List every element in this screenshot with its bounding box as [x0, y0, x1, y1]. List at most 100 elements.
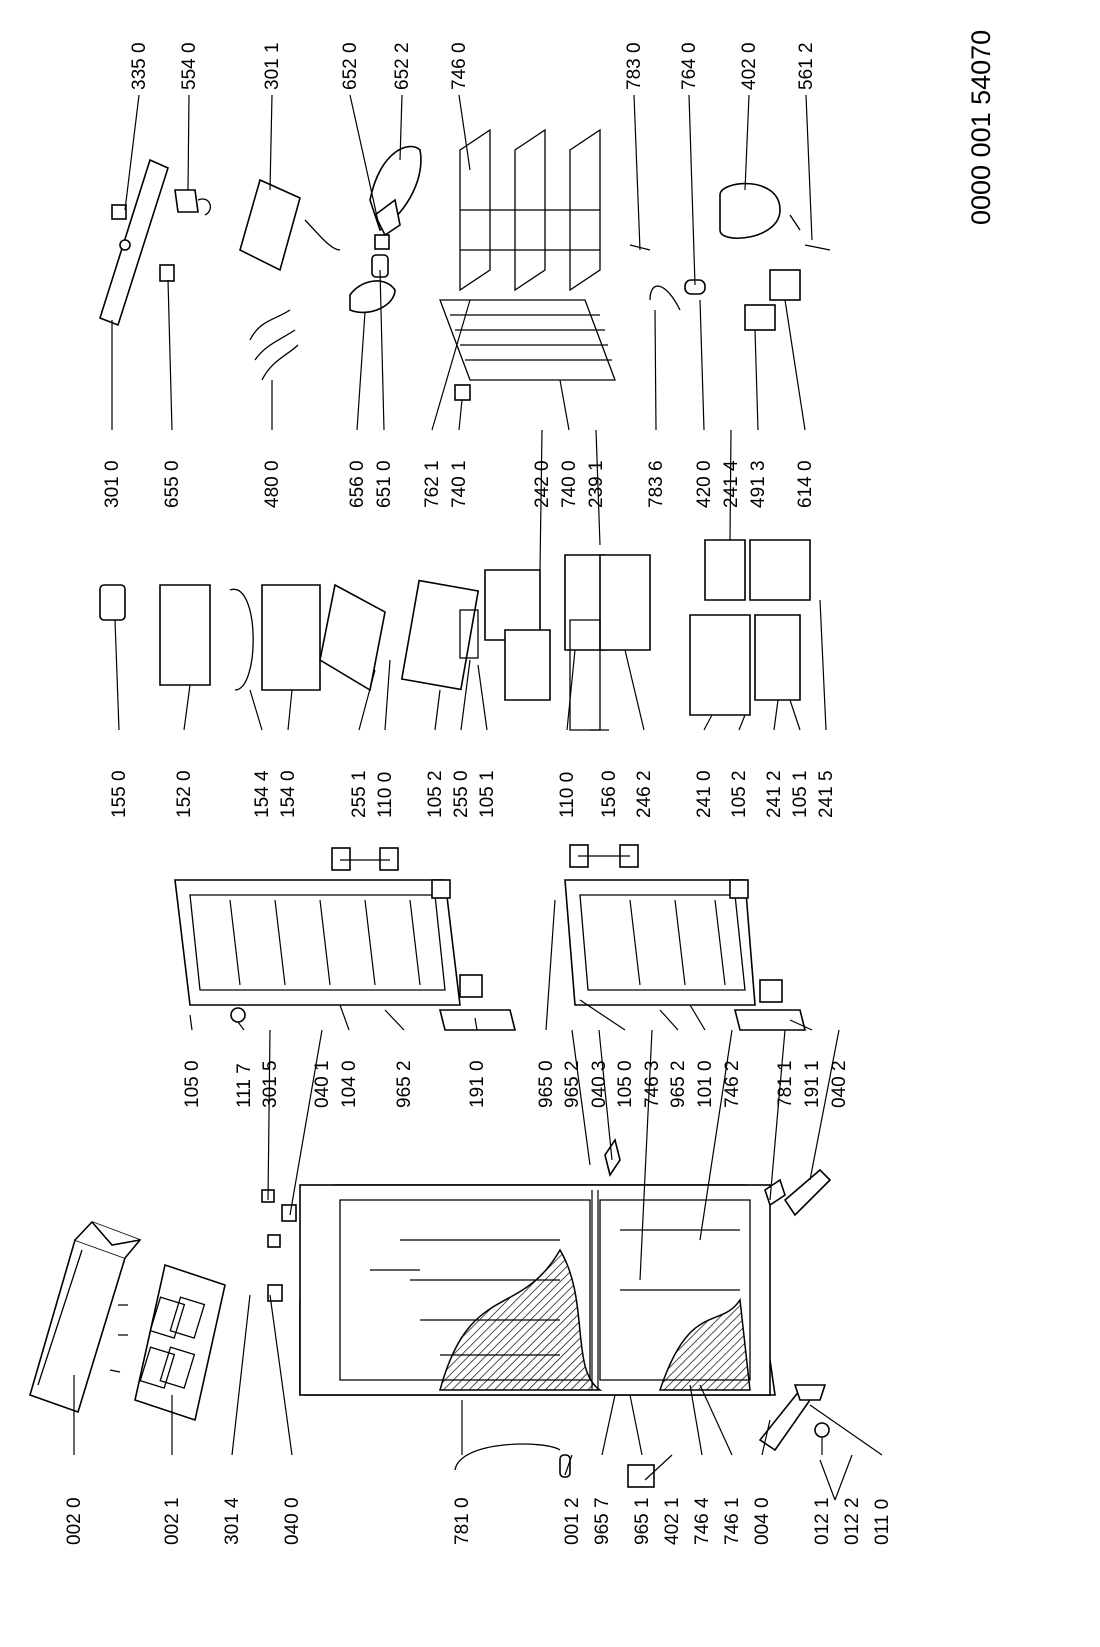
callout-label-554-0: 554 0	[179, 42, 200, 90]
leader-line	[379, 269, 385, 431]
callout-label-656-0: 656 0	[347, 460, 368, 508]
leader-line	[761, 1419, 771, 1456]
callout-label-246-2: 246 2	[634, 770, 655, 818]
callout-label-105-0b: 105 0	[615, 1060, 636, 1108]
callout-label-764-0: 764 0	[679, 42, 700, 90]
callout-label-011-0: 011 0	[872, 1499, 893, 1545]
document-number: 0000 001 54070	[966, 30, 996, 225]
leader-line	[249, 689, 263, 731]
callout-label-746-0: 746 0	[449, 42, 470, 90]
leader-line	[659, 1009, 679, 1031]
callout-label-154-0: 154 0	[278, 770, 299, 818]
leader-line	[287, 689, 293, 731]
callout-label-152-0: 152 0	[174, 770, 195, 818]
leader-line	[545, 899, 556, 1031]
callout-label-652-2: 652 2	[392, 42, 413, 90]
callout-label-105-0a: 105 0	[182, 1060, 203, 1108]
leader-line	[629, 1394, 643, 1456]
leader-line	[474, 1017, 478, 1031]
leader-line	[754, 329, 759, 431]
leader-line	[729, 429, 732, 541]
callout-label-480-0: 480 0	[262, 460, 283, 508]
leader-line	[789, 699, 801, 731]
callout-label-239-1: 239 1	[586, 460, 607, 508]
callout-label-402-1: 402 1	[662, 1497, 683, 1545]
part-301-1-plate-and-wiring	[239, 178, 341, 381]
callout-label-740-0: 740 0	[559, 460, 580, 508]
callout-label-652-0: 652 0	[340, 42, 361, 90]
callout-label-781-0: 781 0	[452, 1497, 473, 1545]
callout-label-420-0: 420 0	[694, 460, 715, 508]
leader-line	[689, 1384, 703, 1456]
callout-label-740-1: 740 1	[449, 460, 470, 508]
leader-line	[624, 649, 645, 731]
leader-line	[688, 94, 696, 286]
callout-label-242-0: 242 0	[532, 460, 553, 508]
leader-line	[809, 1029, 840, 1181]
callout-label-012-1: 012 1	[812, 1497, 833, 1545]
part-door-balconies	[99, 579, 480, 692]
leader-line	[738, 714, 746, 731]
leader-line	[639, 1029, 653, 1281]
callout-label-783-0: 783 0	[624, 42, 645, 90]
callout-label-111-7: 111 7	[234, 1063, 255, 1108]
leader-line	[699, 1029, 733, 1241]
callout-label-965-2a: 965 2	[394, 1060, 415, 1108]
callout-label-105-1a: 105 1	[477, 770, 498, 818]
leader-line	[167, 279, 173, 431]
leader-line	[339, 1004, 350, 1031]
callout-label-335-0: 335 0	[129, 42, 150, 90]
leader-line	[269, 94, 273, 191]
callout-label-105-2a: 105 2	[425, 770, 446, 818]
part-002-0-top-cover	[29, 1221, 142, 1414]
leader-line	[789, 1019, 813, 1031]
leader-line	[237, 1021, 245, 1031]
leader-line	[477, 664, 488, 731]
leader-line	[189, 1014, 193, 1031]
callout-label-191-0: 191 0	[467, 1060, 488, 1108]
callout-label-040-1: 040 1	[312, 1060, 333, 1108]
leader-line	[434, 689, 441, 731]
callout-label-156-0: 156 0	[599, 770, 620, 818]
callout-label-191-1: 191 1	[802, 1060, 823, 1108]
callout-label-746-1: 746 1	[722, 1497, 743, 1545]
callout-label-614-0: 614 0	[795, 460, 816, 508]
leader-line	[460, 659, 471, 731]
leader-line	[114, 619, 120, 731]
callout-label-965-7: 965 7	[592, 1497, 613, 1545]
leader-line	[654, 309, 657, 431]
callout-label-012-2: 012 2	[842, 1497, 863, 1545]
callout-label-965-0: 965 0	[536, 1060, 557, 1108]
callout-label-155-0: 155 0	[109, 770, 130, 818]
leader-line	[559, 379, 570, 431]
callout-label-301-1: 301 1	[262, 42, 283, 90]
callout-label-004-0: 004 0	[752, 1497, 773, 1545]
callout-label-154-4: 154 4	[252, 770, 273, 818]
callout-label-301-4: 301 4	[222, 1497, 243, 1545]
part-lamp-assembly	[349, 145, 422, 314]
callout-label-040-3: 040 3	[589, 1060, 610, 1108]
part-cabinet-body	[299, 1184, 776, 1396]
callout-label-110-0a: 110 0	[375, 772, 396, 818]
part-110-0-hinges	[331, 844, 749, 899]
callout-label-241-2: 241 2	[764, 770, 785, 818]
leader-line	[566, 649, 576, 731]
leader-line	[644, 1454, 673, 1481]
leader-line	[744, 94, 750, 191]
leader-line	[773, 699, 779, 731]
callout-label-762-1: 762 1	[422, 460, 443, 508]
leader-line	[769, 1029, 786, 1201]
callout-label-101-0: 101 0	[695, 1060, 716, 1108]
leader-line	[703, 714, 713, 731]
callout-label-651-0: 651 0	[374, 460, 395, 508]
leader-line	[458, 399, 463, 431]
part-small-hardware-left	[261, 1138, 836, 1501]
callout-label-781-1: 781 1	[775, 1060, 796, 1108]
callout-label-783-6: 783 6	[646, 460, 667, 508]
callout-label-965-2c: 965 2	[668, 1060, 689, 1108]
leader-line	[564, 1454, 573, 1476]
leader-line	[539, 429, 543, 571]
leader-line	[809, 1404, 883, 1456]
